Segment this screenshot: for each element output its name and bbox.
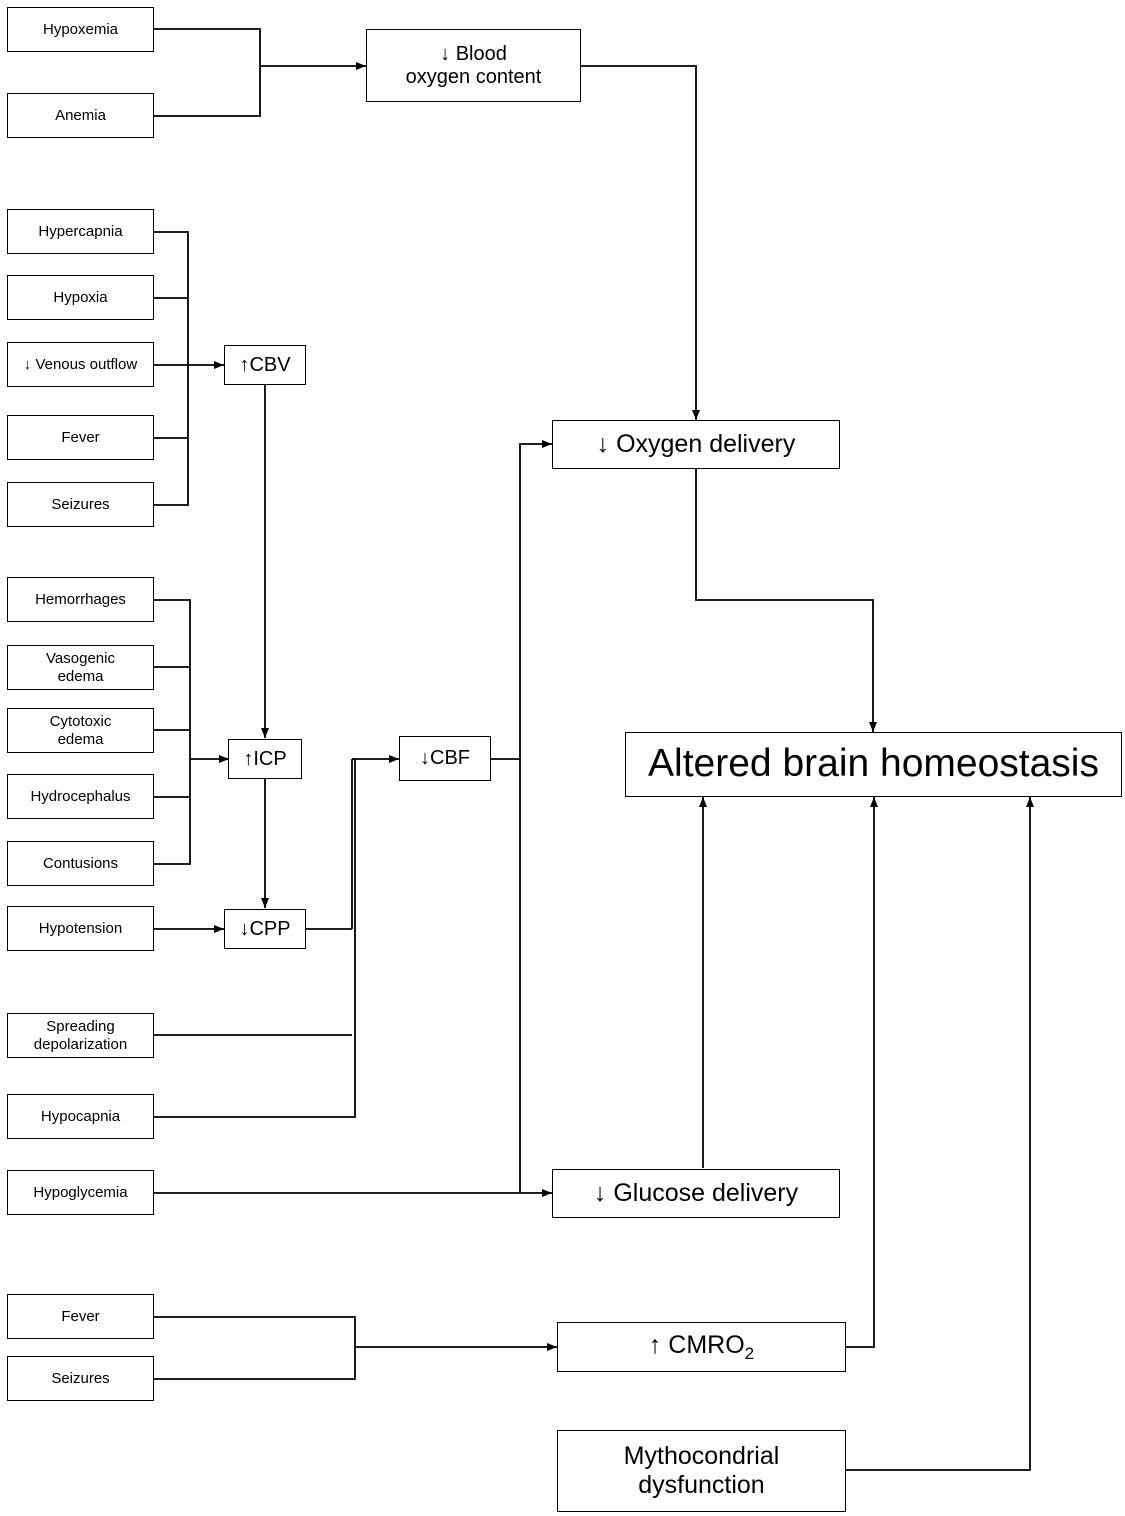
node-hypotension: Hypotension [7,906,154,951]
node-hypoxia: Hypoxia [7,275,154,320]
node-oxygen-delivery: ↓ Oxygen delivery [552,420,840,469]
node-cytotoxic-edema: Cytotoxic edema [7,708,154,753]
node-glucose-delivery: ↓ Glucose delivery [552,1169,840,1218]
arrow-oxygen-to-outcome [695,468,877,732]
node-hypoxemia: Hypoxemia [7,7,154,52]
node-blood-oxygen-content: ↓ Blood oxygen content [366,29,581,102]
connector-blood-causes [153,28,261,117]
node-fever-2: Fever [7,1294,154,1339]
node-hypercapnia: Hypercapnia [7,209,154,254]
node-vasogenic-edema: Vasogenic edema [7,645,154,690]
connector-cbv-bracket [153,231,189,506]
node-seizures-2: Seizures [7,1356,154,1401]
node-anemia: Anemia [7,93,154,138]
node-seizures-1: Seizures [7,482,154,527]
arrow-mito-to-outcome [845,797,1034,1471]
node-hemorrhages: Hemorrhages [7,577,154,622]
connector-icp-bracket [153,599,191,865]
node-contusions: Contusions [7,841,154,886]
node-icp: ↑ICP [228,739,302,779]
node-spreading-depolarization: Spreading depolarization [7,1013,154,1058]
node-cbf: ↓CBF [399,736,491,781]
node-hypocapnia: Hypocapnia [7,1094,154,1139]
node-cpp: ↓CPP [224,909,306,949]
node-cbv: ↑CBV [224,345,306,385]
arrow-cbf-to-oxygen [519,440,552,1192]
node-venous-outflow: ↓ Venous outflow [7,342,154,387]
connector-hypocapnia [153,759,356,1118]
node-altered-brain-homeostasis: Altered brain homeostasis [625,732,1122,797]
connector-cmro-bracket [153,1316,356,1380]
node-hydrocephalus: Hydrocephalus [7,774,154,819]
node-fever-1: Fever [7,415,154,460]
arrow-to-oxygen-delivery [580,65,700,420]
node-mitochondrial-dysfunction: Mythocondrial dysfunction [557,1430,846,1512]
cmro2-subscript: 2 [744,1343,755,1363]
cmro2-label: ↑ CMRO [648,1330,745,1359]
node-hypoglycemia: Hypoglycemia [7,1170,154,1215]
node-cmro2: ↑ CMRO2 [557,1322,846,1372]
arrow-cmro2-to-outcome [845,797,878,1348]
